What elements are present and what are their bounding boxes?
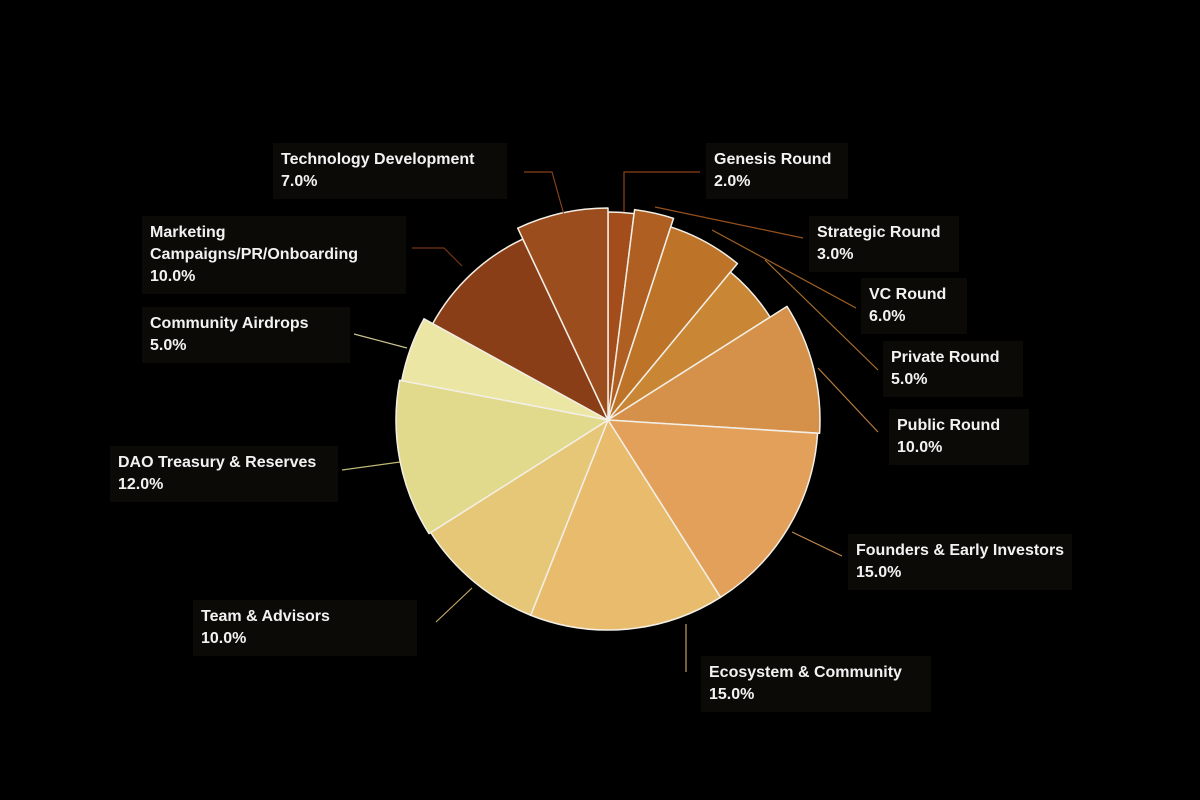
slice-value-label: 7.0% bbox=[281, 173, 318, 190]
pie-slice-founders-early-investors bbox=[607, 419, 819, 599]
pie-slice-team-advisors bbox=[429, 419, 609, 616]
slice-value-label: 15.0% bbox=[856, 564, 902, 581]
slice-value-label: 15.0% bbox=[709, 686, 755, 703]
slice-value-label: 10.0% bbox=[897, 439, 943, 456]
slice-value-label: 3.0% bbox=[817, 246, 854, 263]
slice-value-label: 6.0% bbox=[869, 308, 906, 325]
pie-slice-public-round bbox=[607, 305, 821, 435]
pie-slice-vc-round bbox=[607, 226, 739, 421]
slice-label-text: Founders & Early Investors bbox=[856, 542, 1065, 559]
slice-label-founders-early-investors: Founders & Early Investors 15.0% bbox=[848, 534, 1073, 590]
pie-slice-technology-development bbox=[516, 207, 609, 421]
slice-label-text: Technology Development bbox=[281, 151, 475, 168]
slice-label-private-round: Private Round 5.0% bbox=[883, 341, 1023, 397]
slice-value-label: 10.0% bbox=[201, 630, 247, 647]
leader-line-team-advisors bbox=[435, 587, 473, 623]
slice-label-team-advisors: Team & Advisors 10.0% bbox=[193, 600, 417, 656]
slice-label-text: Strategic Round bbox=[817, 224, 941, 241]
slice-label-text: Campaigns/PR/Onboarding bbox=[150, 246, 359, 263]
slice-label-dao-treasury-reserves: DAO Treasury & Reserves 12.0% bbox=[110, 446, 338, 502]
slice-value-label: 5.0% bbox=[150, 337, 187, 354]
leader-line-technology-development bbox=[524, 171, 565, 216]
pie-slice-community-airdrops bbox=[400, 318, 609, 421]
slice-label-text: Marketing bbox=[150, 224, 226, 241]
slice-label-text: Ecosystem & Community bbox=[709, 664, 902, 681]
slice-label-ecosystem-community: Ecosystem & Community 15.0% bbox=[701, 656, 931, 712]
slice-label-technology-development: Technology Development 7.0% bbox=[273, 143, 507, 199]
leader-line-founders-early-investors bbox=[791, 531, 843, 557]
leader-line-public-round bbox=[817, 367, 879, 433]
pie-slice-marketing-campaigns-pr-onboarding bbox=[431, 238, 609, 421]
leader-line-community-airdrops bbox=[353, 333, 408, 349]
leader-line-strategic-round bbox=[654, 206, 804, 239]
slice-label-text: DAO Treasury & Reserves bbox=[118, 454, 317, 471]
leader-line-dao-treasury-reserves bbox=[341, 461, 401, 471]
slice-label-text: VC Round bbox=[869, 286, 947, 303]
slice-label-text: Genesis Round bbox=[714, 151, 832, 168]
leader-line-vc-round bbox=[711, 229, 857, 309]
slice-value-label: 12.0% bbox=[118, 476, 164, 493]
pie-slice-dao-treasury-reserves bbox=[395, 379, 609, 535]
slice-label-text: Public Round bbox=[897, 417, 1001, 434]
leader-line-private-round bbox=[764, 259, 879, 371]
slice-label-vc-round: VC Round 6.0% bbox=[861, 278, 967, 334]
slice-label-strategic-round: Strategic Round 3.0% bbox=[809, 216, 959, 272]
leader-line-marketing-campaigns-pr-onboarding bbox=[412, 247, 463, 267]
slice-label-text: Team & Advisors bbox=[201, 608, 330, 625]
slice-label-text: Community Airdrops bbox=[150, 315, 309, 332]
pie-slice-ecosystem-community bbox=[529, 419, 722, 631]
slice-label-community-airdrops: Community Airdrops 5.0% bbox=[142, 307, 350, 363]
slice-value-label: 5.0% bbox=[891, 371, 928, 388]
slice-value-label: 2.0% bbox=[714, 173, 751, 190]
leader-line-genesis-round bbox=[623, 171, 700, 212]
slice-label-genesis-round: Genesis Round 2.0% bbox=[706, 143, 848, 199]
slice-label-text: Private Round bbox=[891, 349, 1000, 366]
slice-label-public-round: Public Round 10.0% bbox=[889, 409, 1029, 465]
slice-value-label: 10.0% bbox=[150, 268, 196, 285]
